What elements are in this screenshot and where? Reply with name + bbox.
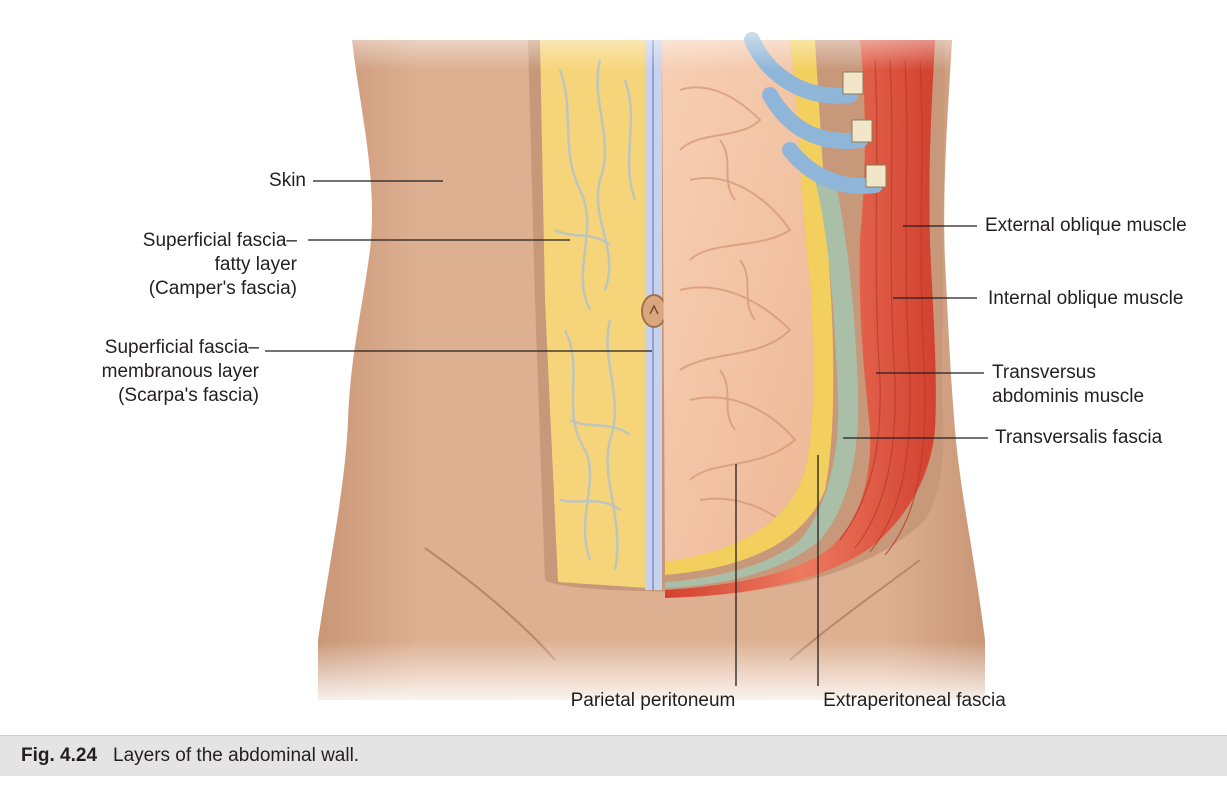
label-scarpa-fascia: Superficial fascia– membranous layer (Sc… (102, 336, 259, 408)
label-camper-fascia: Superficial fascia– fatty layer (Camper'… (143, 229, 297, 301)
intestines (662, 40, 814, 562)
label-transversus-line-2: abdominis muscle (992, 386, 1145, 407)
leader-lines (265, 180, 988, 686)
anatomy-figure: Skin Superficial fascia– fatty layer (Ca… (102, 0, 1187, 711)
umbilicus (641, 294, 667, 328)
label-external-oblique: External oblique muscle (985, 215, 1187, 236)
label-camper-line-2: fatty layer (214, 254, 297, 275)
label-skin: Skin (269, 170, 306, 191)
label-parietal-peritoneum: Parietal peritoneum (570, 690, 736, 711)
label-scarpa-line-3: (Scarpa's fascia) (118, 385, 259, 406)
figure-caption-text: Layers of the abdominal wall. (113, 745, 360, 766)
abdominal-wall-illustration (265, 0, 1000, 710)
fat-veins (554, 59, 637, 571)
muscle-fibers (839, 59, 926, 556)
fatty-layer (540, 40, 648, 588)
label-extraperitoneal-fascia: Extraperitoneal fascia (823, 690, 1006, 711)
label-transversus-line-1: Transversus (992, 362, 1096, 383)
label-transversus-abdominis: Transversus abdominis muscle (992, 361, 1144, 409)
figure-caption: Fig. 4.24 Layers of the abdominal wall. (0, 735, 1227, 776)
label-camper-line-3: (Camper's fascia) (148, 278, 297, 299)
label-scarpa-line-2: membranous layer (101, 361, 259, 382)
transversalis-fascia (665, 180, 859, 588)
label-scarpa-line-1: Superficial fascia– (104, 337, 259, 358)
intestine-folds (679, 86, 797, 521)
label-internal-oblique: Internal oblique muscle (988, 288, 1184, 309)
figure-number: Fig. 4.24 (21, 745, 98, 766)
label-camper-line-1: Superficial fascia– (142, 230, 297, 251)
label-transversalis-fascia: Transversalis fascia (995, 427, 1163, 448)
